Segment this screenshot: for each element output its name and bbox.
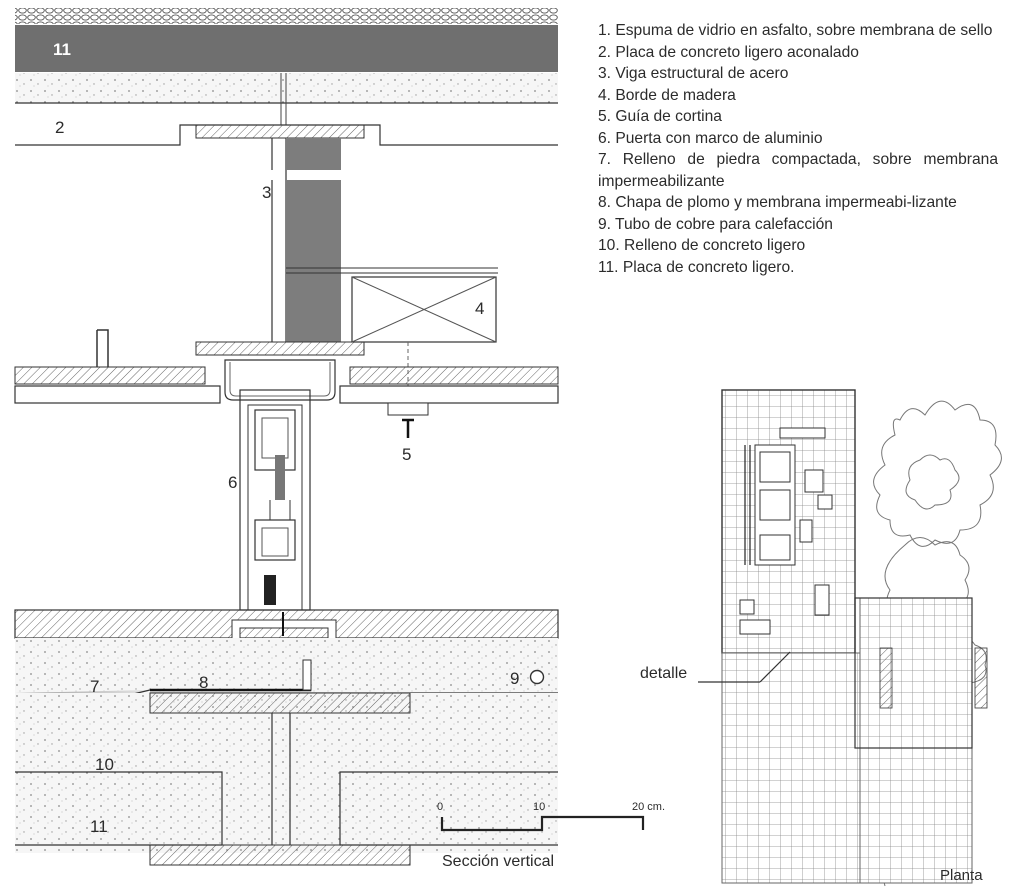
label-5: 5	[402, 445, 411, 464]
wood-edge	[351, 276, 497, 410]
floor-plan: detalle Planta	[640, 389, 1002, 887]
scale-bar: 0 10 20 cm.	[437, 801, 665, 832]
legend-item-6: 6. Puerta con marco de aluminio	[598, 129, 823, 147]
plan-caption: Planta	[940, 867, 983, 884]
label-4: 4	[475, 299, 484, 318]
curtain-guide	[387, 402, 429, 438]
label-11-bottom: 11	[90, 817, 108, 836]
legend-item-10: 10. Relleno de concreto ligero	[598, 237, 806, 254]
scale-tick-0: 0	[437, 801, 443, 813]
legend-item-2: 2. Placa de concreto ligero aconalado	[598, 43, 859, 61]
label-8: 8	[199, 673, 208, 692]
legend-item-8: 8. Chapa de plomo y membrana impermeabi-…	[598, 194, 957, 211]
label-11-top: 11	[53, 40, 71, 59]
scale-tick-20: 20 cm.	[632, 801, 665, 813]
legend-item-3: 3. Viga estructural de acero	[598, 65, 789, 82]
label-7: 7	[90, 677, 99, 696]
legend-item-5: 5. Guía de cortina	[598, 108, 722, 125]
legend-list: 1. Espuma de vidrio en asfalto, sobre me…	[598, 20, 998, 278]
legend-item-9: 9. Tubo de cobre para calefacción	[598, 215, 833, 233]
aluminium-door	[239, 389, 311, 611]
legend-item-4: 4. Borde de madera	[598, 86, 736, 104]
vertical-section: 0 10 20 cm. 11 2 3 4 5 6 7 8 9 10 11 Sec…	[14, 8, 665, 870]
label-2: 2	[55, 118, 64, 137]
legend-item-1: 1. Espuma de vidrio en asfalto, sobre me…	[598, 22, 993, 39]
top-concrete-slab	[15, 25, 558, 72]
legend-item-11: 11. Placa de concreto ligero.	[598, 258, 795, 276]
section-caption: Sección vertical	[442, 853, 554, 870]
glass-foam-layer	[15, 8, 558, 24]
label-3: 3	[262, 183, 271, 202]
detail-label: detalle	[640, 665, 687, 682]
lower-steel-beam	[149, 692, 411, 866]
label-9: 9	[510, 669, 519, 688]
scale-tick-10: 10	[533, 801, 545, 813]
steel-beam	[195, 124, 365, 356]
label-6: 6	[228, 473, 237, 492]
label-10: 10	[95, 755, 114, 774]
legend-item-7: 7. Relleno de piedra compactada, sobre m…	[598, 151, 998, 190]
copper-tube	[529, 669, 545, 685]
